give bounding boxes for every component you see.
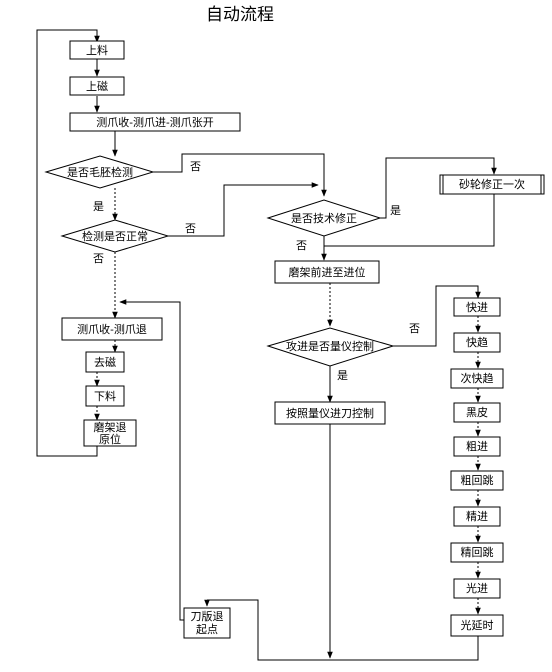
node-fast-in: 快进 [453,297,501,317]
edge-loop-back [36,29,100,457]
svg-text:磨架前进至进位: 磨架前进至进位 [289,265,366,279]
svg-text:粗进: 粗进 [466,440,488,453]
node-tech-correction: 是否技术修正 [266,199,382,237]
edge-gauge-no [393,285,481,347]
node-blank-check: 是否毛胚检测 [44,155,155,189]
node-black-skin: 黑皮 [453,402,501,423]
node-light-in: 光进 [453,578,501,599]
node-fine-in: 精进 [453,506,501,527]
node-delay: 光延时 [450,614,504,637]
node-load: 上料 [69,40,125,60]
edge-normal-to-tech [168,182,319,237]
node-second-fast: 次快趋 [450,368,504,389]
node-check-normal: 检测是否正常 [60,219,170,253]
svg-text:攻进是否量仪控制: 攻进是否量仪控制 [286,339,374,353]
node-claw-retract: 测爪收-测爪退 [61,317,163,341]
svg-text:光进: 光进 [466,581,488,595]
edge-cutter-to-retract [119,299,207,621]
label-tech-no: 否 [296,239,307,252]
label-blank-no: 否 [190,160,201,173]
node-demagnetize: 去磁 [85,351,125,373]
node-cutter-return: 刀版退 起点 [183,607,231,639]
label-normal-right: 否 [185,222,196,235]
label-gauge-yes: 是 [337,369,348,382]
svg-text:是否技术修正: 是否技术修正 [291,211,357,225]
svg-text:光延时: 光延时 [461,618,494,632]
svg-text:磨架退: 磨架退 [94,421,127,434]
svg-text:按照量仪进刀控制: 按照量仪进刀控制 [286,406,374,420]
node-gauge-feed: 按照量仪进刀控制 [274,401,386,425]
edge-delay-bottom [207,599,479,661]
edge-blank-no [153,153,327,197]
svg-text:测爪收-测爪进-测爪张开: 测爪收-测爪进-测爪张开 [96,115,213,129]
label-tech-yes: 是 [390,204,401,217]
svg-text:原位: 原位 [99,432,121,446]
svg-text:去磁: 去磁 [94,356,116,369]
node-frame-return: 磨架退 原位 [83,419,137,447]
edge-wheel-back [324,194,495,247]
svg-text:是否毛胚检测: 是否毛胚检测 [67,165,133,179]
svg-text:黑皮: 黑皮 [466,406,488,419]
edge-tech-yes [375,157,497,219]
svg-text:测爪收-测爪退: 测爪收-测爪退 [77,322,147,336]
label-gauge-no: 否 [409,322,420,335]
svg-text:检测是否正常: 检测是否正常 [82,229,148,243]
node-frame-advance: 磨架前进至进位 [274,260,380,284]
node-unload: 下料 [85,385,125,407]
node-wheel-correction: 砂轮修正一次 [439,174,545,195]
svg-text:快趋: 快趋 [466,336,488,349]
svg-text:刀版退: 刀版退 [191,609,224,623]
svg-text:砂轮修正一次: 砂轮修正一次 [459,177,525,191]
svg-text:次快趋: 次快趋 [461,371,494,385]
label-normal-down: 否 [93,252,104,265]
svg-text:上料: 上料 [86,43,108,57]
svg-text:下料: 下料 [94,389,116,403]
svg-text:粗回跳: 粗回跳 [461,473,494,487]
node-gauge-control: 攻进是否量仪控制 [266,327,395,367]
node-claw-sequence: 测爪收-测爪进-测爪张开 [69,112,241,132]
label-blank-yes: 是 [93,200,104,213]
svg-text:精回跳: 精回跳 [461,545,494,559]
svg-text:快进: 快进 [466,301,488,314]
node-rough-in: 粗进 [453,436,501,457]
svg-text:起点: 起点 [196,623,218,636]
node-fine-return: 精回跳 [450,542,504,563]
svg-text:上磁: 上磁 [86,80,108,93]
node-rough-return: 粗回跳 [450,470,504,491]
node-fast-approach: 快趋 [453,332,501,353]
diagram-title: 自动流程 [206,5,274,25]
svg-text:精进: 精进 [466,510,488,523]
node-magnetize: 上磁 [69,76,125,96]
